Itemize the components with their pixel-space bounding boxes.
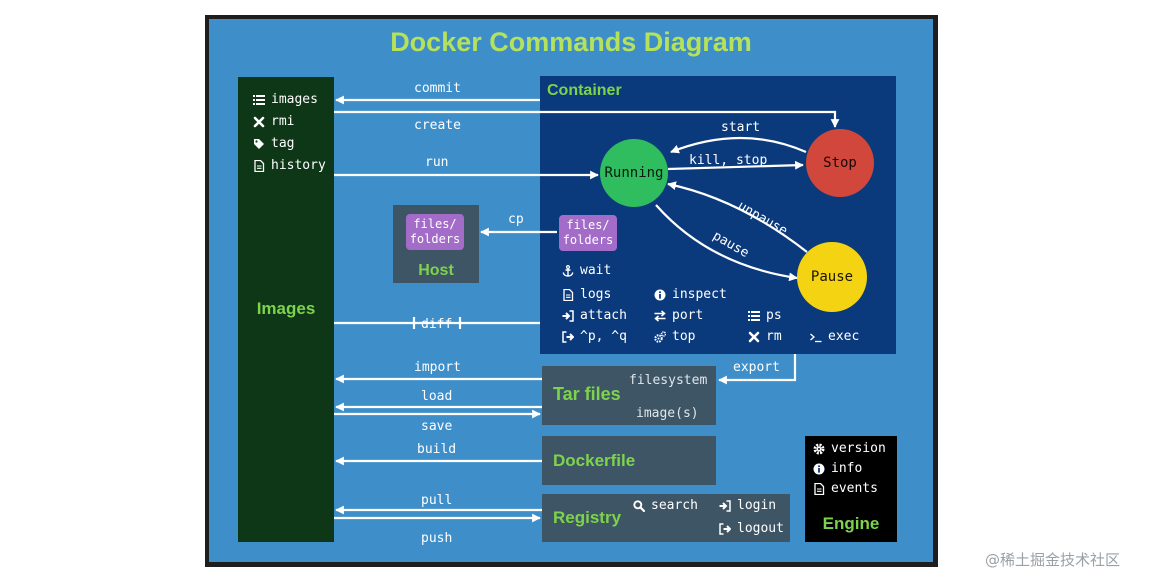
push-label: push bbox=[421, 531, 452, 546]
images-command: images bbox=[253, 92, 318, 107]
run-label: run bbox=[425, 155, 448, 170]
diff-label: diff bbox=[421, 317, 452, 332]
host-files-folders: files/ folders bbox=[406, 214, 464, 250]
rm-command: rm bbox=[748, 329, 782, 344]
detach-command-label: ^p, ^q bbox=[580, 329, 627, 344]
top-command-label: top bbox=[672, 329, 696, 344]
running-state: Running bbox=[600, 139, 668, 207]
watermark: @稀土掘金技术社区 bbox=[985, 551, 1121, 569]
exec-command: exec bbox=[810, 329, 859, 344]
port-command-label: port bbox=[672, 308, 704, 323]
kill-stop-arrow bbox=[667, 160, 804, 171]
import-label: import bbox=[414, 360, 461, 375]
dockerfile-panel: Dockerfile bbox=[542, 436, 716, 485]
wait-command-label: wait bbox=[580, 263, 612, 278]
login-command: login bbox=[719, 498, 776, 513]
stop-state-label: Stop bbox=[823, 155, 857, 171]
info-command-label: info bbox=[831, 461, 863, 476]
create-label: create bbox=[414, 118, 461, 133]
registry-panel: Registry search login logout bbox=[542, 494, 790, 542]
ps-command: ps bbox=[748, 308, 782, 323]
top-command: top bbox=[654, 329, 695, 344]
engine-title: Engine bbox=[822, 514, 880, 533]
export-label: export bbox=[733, 360, 780, 375]
pause-state-label: Pause bbox=[810, 269, 854, 285]
start-label: start bbox=[721, 120, 760, 135]
logs-command: logs bbox=[562, 287, 611, 302]
rm-command-label: rm bbox=[766, 329, 782, 344]
host-panel-title: Host bbox=[418, 262, 454, 279]
pause-state: Pause bbox=[797, 242, 867, 312]
rmi-command-label: rmi bbox=[271, 114, 295, 129]
container-files-folders: files/ folders bbox=[559, 215, 617, 251]
attach-command: attach bbox=[562, 308, 627, 323]
events-command-label: events bbox=[831, 481, 878, 496]
tar-files-panel: Tar files filesystem image(s) bbox=[542, 366, 716, 425]
events-command: events bbox=[813, 481, 878, 496]
unpause-arrow bbox=[667, 181, 808, 253]
rmi-command: rmi bbox=[253, 114, 294, 129]
host-panel: files/ folders Host bbox=[393, 205, 479, 283]
save-label: save bbox=[421, 419, 452, 434]
wait-command: wait bbox=[562, 263, 611, 278]
engine-panel: version info events Engine bbox=[805, 436, 897, 542]
logout-command: logout bbox=[719, 521, 784, 536]
tag-command-label: tag bbox=[271, 136, 295, 151]
history-command-label: history bbox=[271, 158, 326, 173]
registry-title: Registry bbox=[553, 508, 622, 527]
detach-command: ^p, ^q bbox=[562, 329, 627, 344]
images-panel: images rmi tag history Images bbox=[238, 77, 334, 542]
docker-diagram: Docker Commands Diagram images rmi tag h… bbox=[209, 19, 933, 562]
inspect-command-label: inspect bbox=[672, 287, 727, 302]
arrows-layer: commit create run cp diff import export … bbox=[334, 81, 840, 546]
logs-command-label: logs bbox=[580, 287, 612, 302]
dockerfile-title: Dockerfile bbox=[553, 451, 636, 470]
port-command: port bbox=[654, 308, 703, 323]
container-panel-title: Container bbox=[547, 82, 622, 99]
search-command-label: search bbox=[651, 498, 698, 513]
stop-state: Stop bbox=[806, 129, 874, 197]
tar-images-label: image(s) bbox=[636, 406, 699, 421]
version-command-label: version bbox=[831, 441, 886, 456]
kill-stop-label: kill, stop bbox=[689, 153, 767, 168]
info-command: info bbox=[813, 461, 862, 476]
logout-command-label: logout bbox=[737, 521, 784, 536]
create-arrow bbox=[334, 110, 840, 128]
login-command-label: login bbox=[737, 498, 777, 513]
attach-command-label: attach bbox=[580, 308, 627, 323]
pause-arrow bbox=[655, 204, 798, 282]
ps-command-label: ps bbox=[766, 308, 782, 323]
pause-label: pause bbox=[710, 228, 752, 261]
tar-filesystem-label: filesystem bbox=[629, 373, 708, 388]
tag-command: tag bbox=[253, 136, 294, 151]
images-panel-title: Images bbox=[256, 299, 316, 318]
cp-label: cp bbox=[508, 212, 524, 227]
search-command: search bbox=[633, 498, 698, 513]
pull-label: pull bbox=[421, 493, 452, 508]
version-command: version bbox=[813, 441, 886, 456]
images-command-label: images bbox=[271, 92, 318, 107]
exec-command-label: exec bbox=[828, 329, 860, 344]
unpause-label: unpause bbox=[735, 198, 790, 238]
running-state-label: Running bbox=[604, 165, 664, 181]
inspect-command: inspect bbox=[654, 287, 727, 302]
history-command: history bbox=[253, 158, 326, 173]
commit-label: commit bbox=[414, 81, 461, 96]
start-arrow bbox=[670, 136, 807, 154]
export-arrow bbox=[718, 354, 797, 385]
build-label: build bbox=[417, 442, 456, 457]
load-label: load bbox=[421, 389, 452, 404]
tar-files-title: Tar files bbox=[553, 384, 621, 404]
diagram-title: Docker Commands Diagram bbox=[390, 27, 752, 57]
